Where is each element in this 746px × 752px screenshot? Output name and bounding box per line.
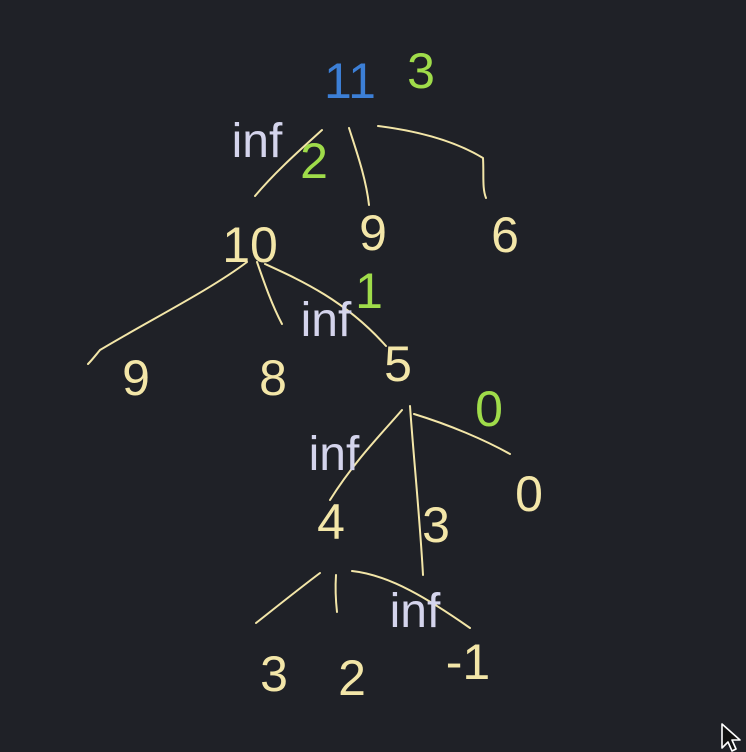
edge-10-5 — [264, 263, 387, 347]
node-root: 11 — [324, 53, 376, 109]
node-9-child: 9 — [122, 350, 150, 406]
node-0: 0 — [515, 466, 543, 522]
node-9: 9 — [359, 205, 387, 261]
edge-5-4 — [329, 409, 403, 501]
edge-4-3 — [255, 572, 321, 624]
node-minus1-leaf: -1 — [446, 634, 490, 690]
edge-root-6 — [377, 125, 487, 199]
node-6: 6 — [491, 207, 519, 263]
edge-root-9 — [348, 127, 370, 206]
depth-label-root: 3 — [407, 43, 435, 99]
inf-label-5: inf — [301, 294, 352, 347]
edge-root-10 — [254, 129, 323, 197]
node-3: 3 — [422, 497, 450, 553]
mouse-pointer-icon — [721, 723, 741, 752]
edge-10-8 — [256, 261, 283, 325]
edge-5-3 — [409, 405, 424, 576]
inf-label-4: inf — [309, 428, 360, 481]
edge-10-9 — [87, 261, 248, 365]
node-2-leaf: 2 — [338, 650, 366, 706]
depth-label-0: 0 — [475, 381, 503, 437]
node-3-leaf: 3 — [260, 646, 288, 702]
inf-label-10: inf — [232, 115, 283, 168]
depth-label-10: 2 — [300, 133, 328, 189]
node-10: 10 — [222, 217, 278, 273]
edges — [87, 125, 511, 629]
edge-5-0 — [413, 413, 511, 455]
edge-4-2 — [334, 574, 338, 613]
depth-label-5: 1 — [355, 263, 383, 319]
edge-4-minus1 — [351, 570, 471, 629]
node-8: 8 — [259, 350, 287, 406]
inf-label-minus1: inf — [390, 585, 441, 638]
node-5: 5 — [384, 336, 412, 392]
node-4: 4 — [317, 494, 345, 550]
